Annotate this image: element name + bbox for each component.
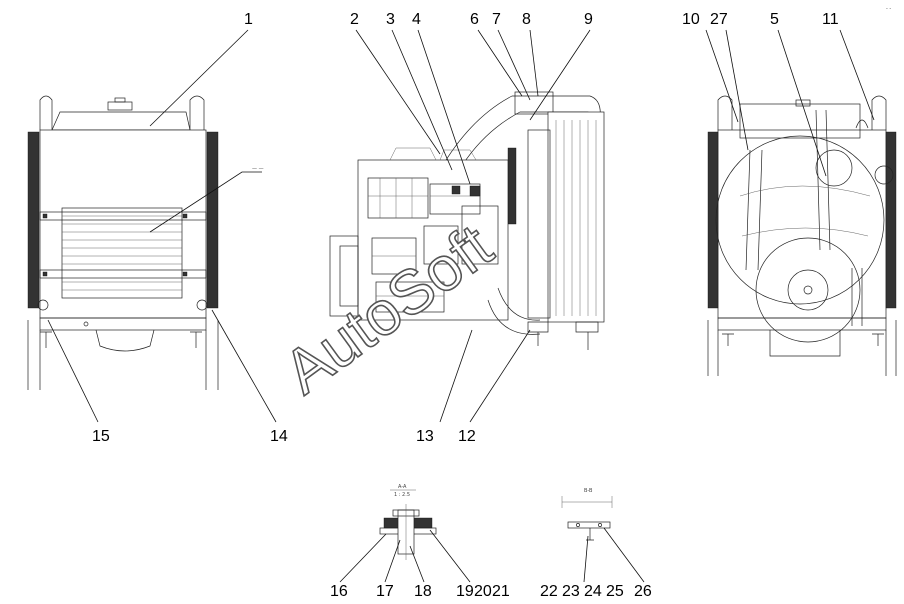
front-view-left-pipe [39,95,53,130]
front-view: — — [27,95,264,390]
callout-4: 4 [412,11,421,28]
front-view-right-core [206,131,219,309]
callout-16: 16 [330,583,348,600]
callout-22: 22 [540,583,558,600]
front-view-grille [61,207,183,299]
rear-view-flywheel [755,237,861,343]
rear-view [705,29,897,376]
detail-a: A-A 1 : 2.5 [339,484,471,583]
detail-b: B-B [561,488,645,583]
callout-10: 10 [682,11,700,28]
rear-view-left-core [707,131,719,309]
callout-26: 26 [634,583,652,600]
side-view [329,29,605,423]
callout-3: 3 [386,11,395,28]
callout-2: 2 [350,11,359,28]
callout-15: 15 [92,428,110,445]
rear-view-right-core [885,131,897,309]
callout-23: 23 [562,583,580,600]
callout-21: 21 [492,583,510,600]
svg-text:- -: - - [886,6,891,12]
callout-5: 5 [770,11,779,28]
callout-7: 7 [492,11,501,28]
callout-25: 25 [606,583,624,600]
callout-17: 17 [376,583,394,600]
side-view-engine-block [357,159,509,321]
callout-18: 18 [414,583,432,600]
callout-12: 12 [458,428,476,445]
callout-1: 1 [244,11,253,28]
callout-27: 27 [710,11,728,28]
callout-13: 13 [416,428,434,445]
callout-20: 20 [474,583,492,600]
callout-11: 11 [822,11,839,28]
callout-8: 8 [522,11,531,28]
side-view-hose-clamp [514,91,554,115]
front-view-right-pipe [189,95,205,130]
side-view-radiator [547,111,605,323]
svg-text:B-B: B-B [584,488,593,494]
callout-9: 9 [584,11,593,28]
callout-labels: 1 2 3 4 6 7 8 9 10 27 5 11 15 14 13 12 1… [92,11,839,600]
rear-view-housing [715,135,885,305]
front-view-left-core [27,131,40,309]
callout-14: 14 [270,428,288,445]
svg-text:A-A: A-A [398,484,407,490]
svg-text:1 : 2.5: 1 : 2.5 [394,492,410,498]
rear-view-frame [717,129,887,319]
callout-19: 19 [456,583,474,600]
callout-24: 24 [584,583,602,600]
callout-6: 6 [470,11,479,28]
svg-text:— —: — — [252,166,264,172]
